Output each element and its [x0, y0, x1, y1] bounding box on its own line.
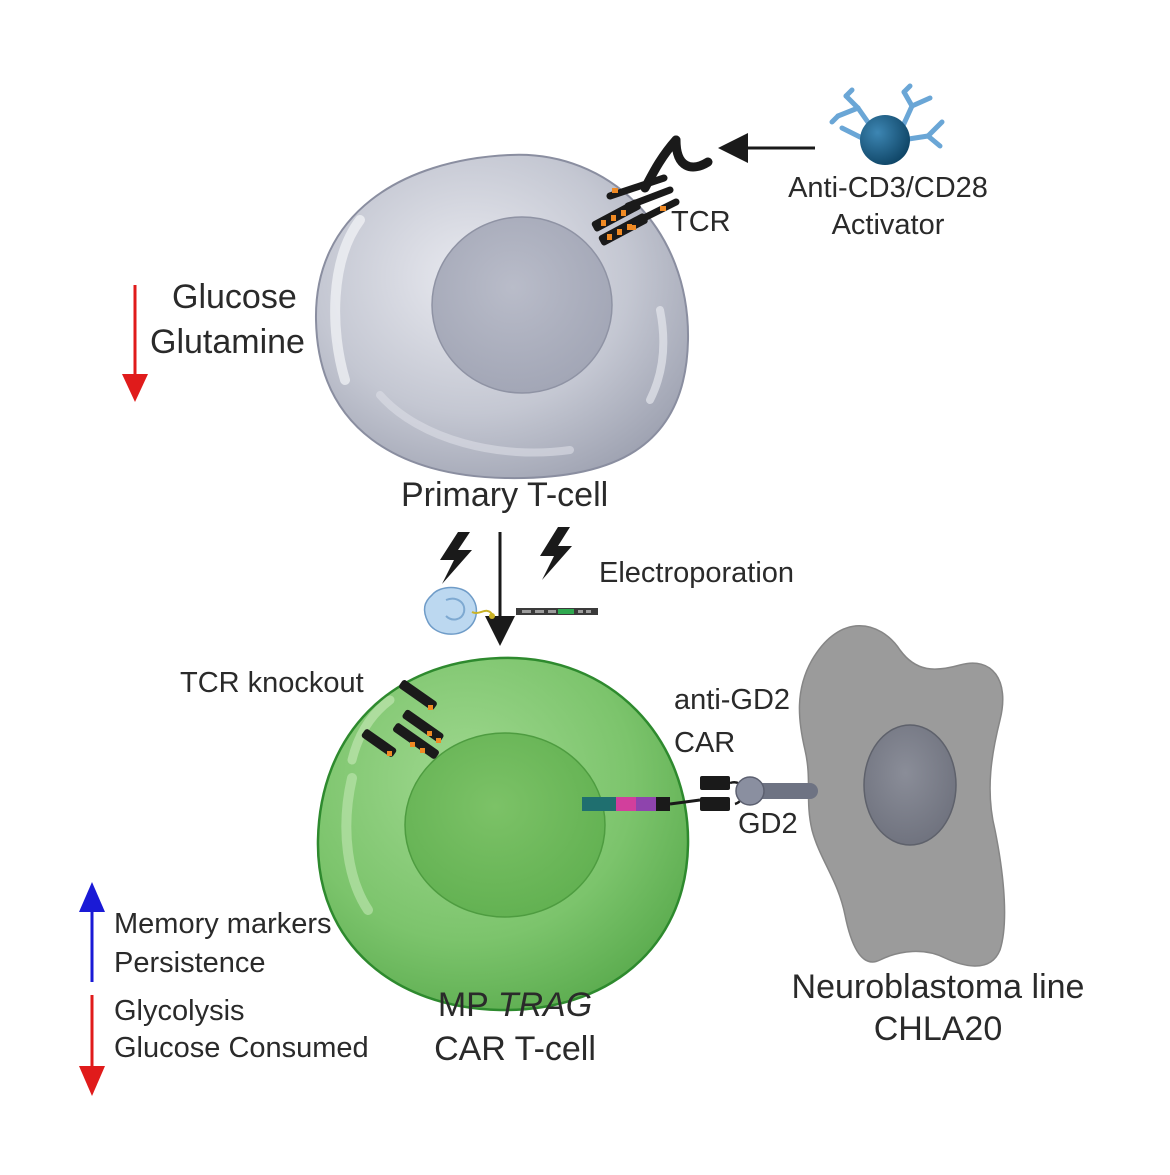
- primary-nucleus: [431, 216, 613, 394]
- glucose-label: Glucose: [172, 278, 297, 316]
- glutamine-label: Glutamine: [150, 323, 305, 361]
- gd2-antigen-icon: [735, 776, 818, 806]
- tumor-nucleus: [863, 724, 957, 846]
- car-label: anti-GD2 CAR: [674, 686, 790, 758]
- activator-line2: Activator: [831, 209, 945, 241]
- down-markers-label: Glycolysis Glucose Consumed: [114, 997, 369, 1063]
- activator-label: Anti-CD3/CD28 Activator: [770, 174, 1006, 240]
- tcr-knockout-label: TCR knockout: [180, 667, 364, 699]
- car-line1: anti-GD2: [674, 684, 791, 716]
- lightning-bolt-left-icon: [440, 532, 472, 584]
- tcr-label: TCR: [671, 206, 731, 238]
- car-construct-icon: [582, 776, 745, 811]
- car-t-cell-line1: MP TRAG: [400, 988, 630, 1022]
- car-t-cell-line2: CAR T-cell: [434, 1030, 596, 1068]
- electroporation-label: Electroporation: [599, 557, 795, 589]
- primary-t-cell-label: Primary T-cell: [401, 476, 609, 514]
- glucose-consumed-label: Glucose Consumed: [114, 1032, 369, 1064]
- memory-markers-label: Memory markers: [114, 908, 332, 940]
- activator-bead-icon: [829, 83, 945, 165]
- lightning-bolt-right-icon: [540, 527, 572, 580]
- tcr-receptor-icon: [591, 135, 713, 246]
- activator-line1: Anti-CD3/CD28: [788, 172, 988, 204]
- car-cell-trag: TRAG: [497, 986, 593, 1024]
- up-markers-label: Memory markers Persistence: [114, 910, 332, 978]
- car-line2: CAR: [674, 727, 736, 759]
- neuroblastoma-label: Neuroblastoma line CHLA20: [780, 970, 1096, 1046]
- neuroblastoma-line1: Neuroblastoma line: [791, 968, 1085, 1006]
- neuroblastoma-line2: CHLA20: [873, 1010, 1003, 1048]
- car-cell-prefix: MP: [437, 986, 498, 1024]
- car-nucleus: [404, 732, 606, 918]
- up-arrow: [79, 882, 105, 982]
- cas9-protein-icon: [423, 586, 495, 635]
- gd2-label: GD2: [738, 808, 798, 840]
- metabolism-down-label: Glucose Glutamine: [150, 280, 305, 359]
- car-t-cell-label: MP TRAG CAR T-cell: [400, 988, 630, 1066]
- metabolism-down-arrow: [122, 285, 148, 402]
- down-arrow: [79, 995, 105, 1096]
- dna-template-icon: [516, 608, 598, 615]
- glycolysis-label: Glycolysis: [114, 995, 245, 1027]
- persistence-label: Persistence: [114, 947, 266, 979]
- knockout-tcr-fragments-icon: [361, 680, 444, 759]
